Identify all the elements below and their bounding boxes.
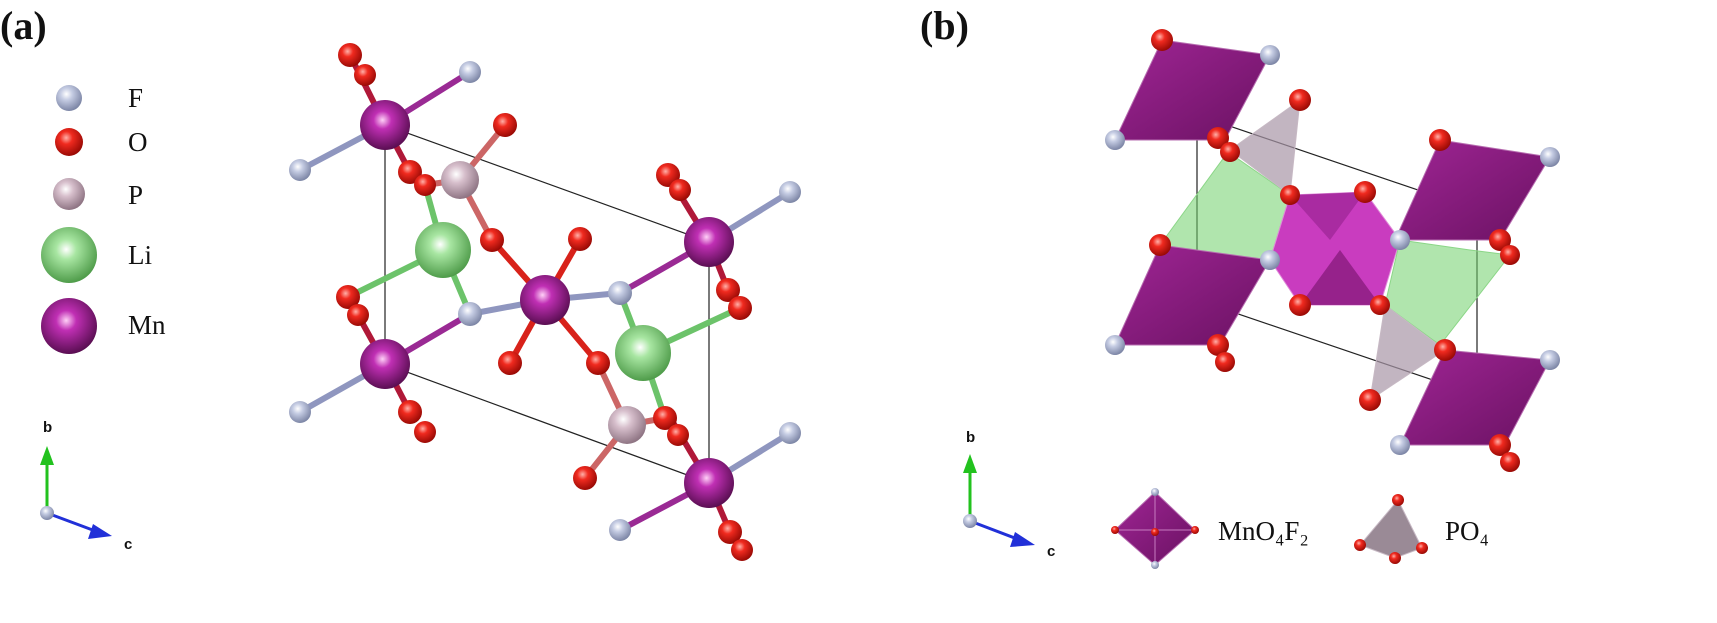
legend-label-li: Li (128, 240, 152, 270)
manganese-atom-icon (41, 298, 97, 354)
fluorine-atom-icon (56, 85, 82, 111)
axis-c-label: c (124, 536, 132, 553)
polyhedral-structure (1105, 29, 1560, 472)
panel-a-label: (a) (0, 3, 47, 48)
ball-and-stick-structure (289, 43, 801, 561)
axis-indicator-b: b c (963, 429, 1055, 560)
legend-label-mno4f2: MnO₄F₂ (1218, 516, 1309, 546)
legend-label-o: O (128, 127, 148, 157)
legend-label-p: P (128, 180, 144, 210)
axis-b-label: b (43, 419, 52, 436)
axis-indicator-a: b c (40, 419, 132, 553)
axis-b-label-b: b (966, 429, 975, 446)
po4-tetrahedron-icon (1354, 494, 1428, 564)
panel-b-label: (b) (920, 3, 969, 48)
legend-label-mn: Mn (128, 310, 166, 340)
oxygen-atom-icon (55, 128, 83, 156)
legend-label-po4: PO₄ (1445, 516, 1489, 546)
mno4f2-octahedron-icon (1111, 488, 1199, 569)
lithium-atom-icon (41, 227, 97, 283)
phosphorus-atom-icon (53, 178, 85, 210)
legend-label-f: F (128, 83, 144, 113)
axis-c-label-b: c (1047, 543, 1055, 560)
